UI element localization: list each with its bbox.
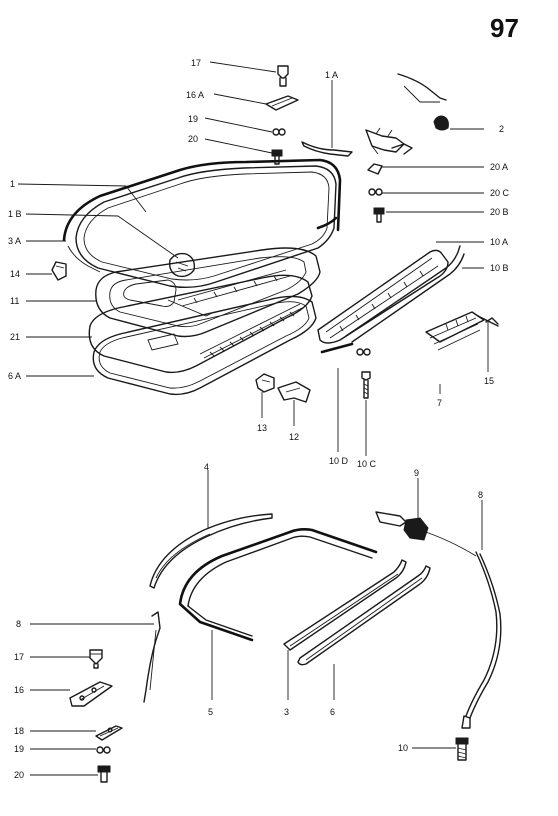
label-16a: 16 A (186, 90, 204, 100)
part-labels: 17 16 A 19 20 1 A 1 1 B 3 A 14 11 21 6 A… (8, 58, 510, 780)
label-10a: 10 A (490, 237, 508, 247)
cable-guide-9 (375, 511, 407, 527)
label-5: 5 (208, 707, 213, 717)
inner-frame-11 (95, 247, 321, 338)
screw-15 (485, 317, 499, 325)
washer-20c (368, 188, 376, 196)
drain-channel-6 (297, 565, 431, 666)
label-18: 18 (14, 726, 24, 736)
label-14: 14 (10, 269, 20, 279)
label-3a: 3 A (8, 236, 21, 246)
label-6: 6 (330, 707, 335, 717)
label-17-bottom: 17 (14, 652, 24, 662)
crank-mechanism (397, 73, 447, 101)
label-17-top: 17 (191, 58, 201, 68)
label-10c: 10 C (357, 459, 377, 469)
label-9: 9 (414, 468, 419, 478)
label-20c: 20 C (490, 188, 510, 198)
label-21: 21 (10, 332, 20, 342)
label-20-top: 20 (188, 134, 198, 144)
screw-10 (455, 737, 469, 745)
label-19-top: 19 (188, 114, 198, 124)
screw-20b (373, 207, 385, 215)
washer-19-top (272, 128, 280, 136)
label-7: 7 (437, 398, 442, 408)
clip-20a (367, 163, 383, 175)
washer-19-bottom (96, 746, 104, 754)
sunroof-panel-1 (75, 165, 337, 289)
bracket-12 (277, 381, 311, 403)
weatherstrip-3a (62, 158, 342, 242)
label-15: 15 (484, 376, 494, 386)
label-8-left: 8 (16, 619, 21, 629)
label-20a: 20 A (490, 162, 508, 172)
plate-18 (95, 725, 123, 741)
clip-14 (51, 261, 67, 281)
side-seal-3 (283, 559, 407, 651)
screw-20-top (271, 149, 283, 157)
washer-10d (356, 348, 364, 356)
screw-17-top (277, 65, 289, 87)
label-3: 3 (284, 707, 289, 717)
screw-17-bottom (89, 649, 103, 669)
label-10d: 10 D (329, 456, 349, 466)
seal-frame-6a (92, 295, 317, 396)
page-number: 97 (490, 13, 519, 43)
label-10: 10 (398, 743, 408, 753)
screw-10c (361, 371, 371, 399)
bracket-16a (265, 95, 299, 111)
label-8-right: 8 (478, 490, 483, 500)
deflector-strip-4 (149, 513, 273, 589)
label-20-bottom: 20 (14, 770, 24, 780)
label-6a: 6 A (8, 371, 21, 381)
drive-cable-8-right (465, 551, 498, 717)
label-4: 4 (204, 462, 209, 472)
side-rail-10a (317, 249, 449, 344)
label-20b: 20 B (490, 207, 509, 217)
label-1b: 1 B (8, 209, 22, 219)
label-1: 1 (10, 179, 15, 189)
seal-frame-5 (178, 528, 378, 642)
label-2: 2 (499, 124, 504, 134)
bracket-7 (425, 311, 485, 343)
label-13: 13 (257, 423, 267, 433)
screw-20-bottom (97, 765, 111, 773)
clip-13 (255, 373, 275, 393)
label-11: 11 (10, 296, 19, 306)
knob-2 (433, 115, 449, 131)
drive-cable-8-left (143, 611, 161, 703)
label-10b: 10 B (490, 263, 509, 273)
label-19-bottom: 19 (14, 744, 24, 754)
leader-lines (17, 61, 489, 776)
side-rail-10b (345, 245, 461, 337)
rod-1a (301, 141, 353, 157)
label-12: 12 (289, 432, 299, 442)
label-16: 16 (14, 685, 24, 695)
label-1a: 1 A (325, 70, 338, 80)
bracket-16 (69, 681, 113, 707)
headliner-panel-21 (88, 274, 313, 374)
